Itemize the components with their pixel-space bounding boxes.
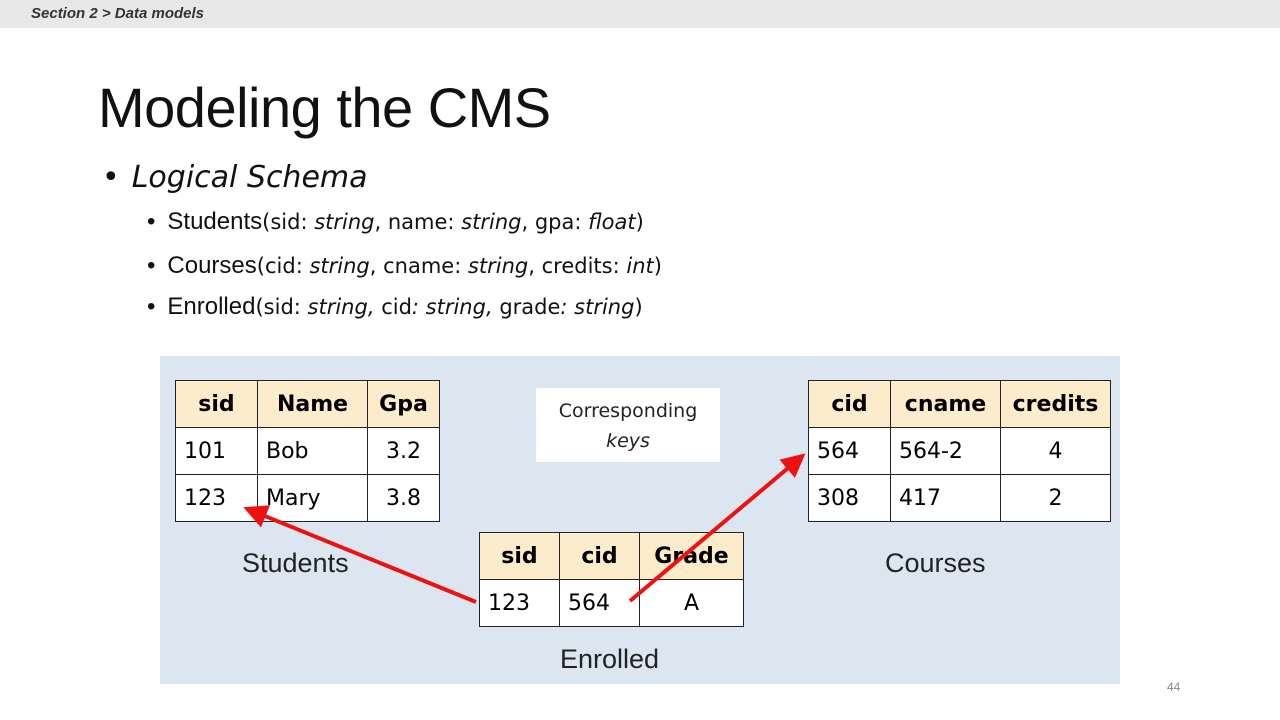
- table-cell: 308: [808, 474, 891, 522]
- table-cell: 4: [1000, 427, 1111, 475]
- page-number: 44: [1167, 680, 1181, 694]
- callout-line-2: keys: [606, 430, 650, 452]
- bullet-dot: •: [147, 208, 156, 235]
- column-header: cid: [559, 532, 640, 580]
- enrolled-label: Enrolled: [560, 644, 660, 674]
- breadcrumb-section[interactable]: Section 2: [31, 5, 98, 22]
- table-cell: 564: [808, 427, 891, 475]
- table-header-row: sid Name Gpa: [175, 380, 440, 428]
- column-header: sid: [479, 532, 560, 580]
- schema-line-enrolled: • Enrolled(sid: string, cid: string, grad…: [147, 293, 643, 321]
- column-header: cid: [808, 380, 891, 428]
- breadcrumb-separator: >: [101, 5, 111, 22]
- bullet-logical-schema: • Logical Schema: [102, 160, 368, 195]
- table-cell: 417: [890, 474, 1001, 522]
- enrolled-table: sid cid Grade 123 564 A: [479, 532, 744, 627]
- table-cell: 123: [479, 579, 560, 627]
- table-cell: 3.2: [367, 427, 440, 475]
- column-header: credits: [1000, 380, 1111, 428]
- table-header-row: cid cname credits: [808, 380, 1111, 428]
- slide-title: Modeling the CMS: [98, 76, 551, 139]
- column-header: Gpa: [367, 380, 440, 428]
- bullet-dot: •: [147, 252, 156, 279]
- students-label: Students: [242, 548, 349, 578]
- bullet-dot: •: [147, 293, 156, 320]
- courses-label: Courses: [885, 548, 986, 578]
- table-row: 308 417 2: [808, 474, 1111, 522]
- schema-line-courses: • Courses(cid: string, cname: string, cre…: [147, 252, 662, 280]
- schema-table-name: Students: [167, 208, 263, 235]
- table-row: 123 564 A: [479, 579, 744, 627]
- table-row: 123 Mary 3.8: [175, 474, 440, 522]
- callout-line-1: Corresponding: [558, 400, 698, 422]
- table-cell: 564-2: [890, 427, 1001, 475]
- corresponding-keys-callout: Corresponding keys: [536, 388, 720, 462]
- schema-line-students: • Students(sid: string, name: string, gpa…: [147, 208, 644, 236]
- header-bar: Section 2 > Data models: [0, 0, 1280, 28]
- table-header-row: sid cid Grade: [479, 532, 744, 580]
- students-table: sid Name Gpa 101 Bob 3.2 123 Mary 3.8: [175, 380, 440, 522]
- breadcrumb: Section 2 > Data models: [31, 5, 204, 22]
- schema-attributes: (sid: string, cid: string, grade: string…: [255, 295, 643, 319]
- column-header: Grade: [639, 532, 744, 580]
- table-row: 564 564-2 4: [808, 427, 1111, 475]
- schema-table-name: Courses: [167, 252, 257, 279]
- column-header: sid: [175, 380, 258, 428]
- schema-attributes: (sid: string, name: string, gpa: float): [262, 210, 644, 234]
- column-header: Name: [257, 380, 368, 428]
- courses-table: cid cname credits 564 564-2 4 308 417 2: [808, 380, 1111, 522]
- table-cell: 3.8: [367, 474, 440, 522]
- arrow-sid-to-students: [243, 505, 477, 604]
- arrow-cid-to-courses: [628, 453, 806, 603]
- table-cell: 564: [559, 579, 640, 627]
- table-cell: 2: [1000, 474, 1111, 522]
- breadcrumb-page[interactable]: Data models: [114, 5, 204, 22]
- schema-attributes: (cid: string, cname: string, credits: in…: [256, 254, 662, 278]
- schema-table-name: Enrolled: [167, 293, 256, 320]
- bullet-text: Logical Schema: [131, 160, 368, 195]
- table-cell: A: [639, 579, 744, 627]
- column-header: cname: [890, 380, 1001, 428]
- bullet-dot: •: [102, 160, 120, 195]
